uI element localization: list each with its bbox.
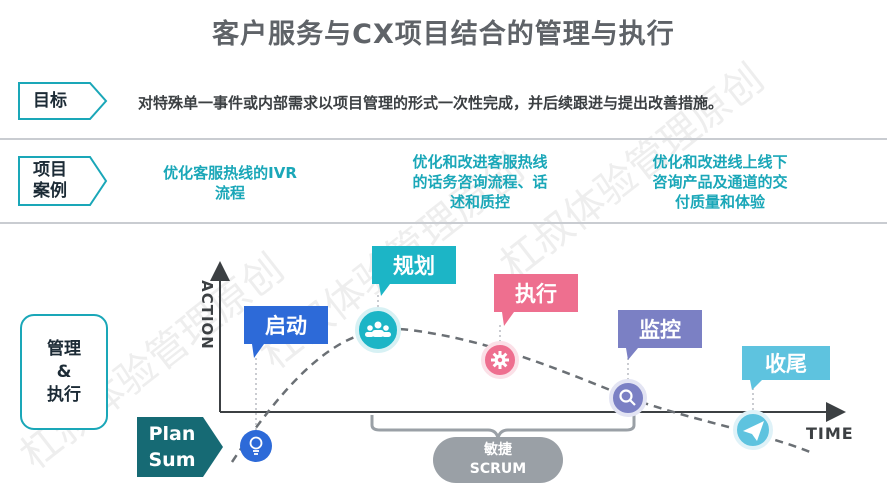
agile-line2: SCRUM — [469, 461, 527, 477]
phase-callout-plan: 规划 — [372, 246, 456, 296]
phase-label-monitor: 监控 — [639, 318, 681, 342]
cases-tag: 项目 案例 — [18, 156, 108, 206]
case-item-2-line3: 述和质控 — [449, 193, 510, 211]
divider — [0, 222, 887, 224]
plan-sum-line2: Sum — [148, 449, 196, 471]
goal-tag-arrow — [18, 82, 108, 120]
case-item-2-line2: 的话务咨询流程、话 — [412, 173, 548, 191]
phase-label-start: 启动 — [265, 314, 307, 338]
case-item-3-line3: 付质量和体验 — [674, 193, 765, 211]
phase-label-execute: 执行 — [515, 282, 557, 306]
case-item-2: 优化和改进客服热线 的话务咨询流程、话 述和质控 — [382, 152, 578, 212]
goal-tag-label: 目标 — [18, 82, 82, 120]
phase-callout-execute: 执行 — [494, 274, 578, 326]
agile-bracket — [370, 415, 636, 439]
cases-tag-text-1: 项目 — [33, 160, 67, 180]
team-icon — [365, 321, 391, 337]
case-item-1-line2: 流程 — [214, 184, 245, 202]
lightbulb-icon — [249, 436, 263, 455]
plan-sum-shape — [137, 417, 223, 477]
phase-callout-close: 收尾 — [742, 346, 830, 390]
goal-description: 对特殊单一事件或内部需求以项目管理的形式一次性完成，并后续跟进与提出改善措施。 — [138, 94, 724, 112]
goal-tag: 目标 — [18, 82, 108, 120]
paper-plane-icon — [743, 421, 764, 441]
phase-label-plan: 规划 — [393, 254, 435, 278]
callout-shape — [244, 306, 328, 358]
phase-label-close: 收尾 — [765, 352, 807, 376]
cases-tag-arrow — [18, 156, 108, 206]
plan-sum-tag: Plan Sum — [137, 417, 225, 477]
callout-shape — [372, 246, 456, 296]
x-axis-label: TIME — [806, 424, 854, 443]
agile-scrum-badge: 敏捷 SCRUM — [433, 437, 563, 483]
plan-sum-label: Plan Sum — [137, 417, 207, 477]
management-line1: 管理 — [47, 338, 81, 359]
case-item-2-line1: 优化和改进客服热线 — [412, 153, 548, 171]
management-line3: 执行 — [47, 384, 81, 405]
y-axis-label: ACTION — [197, 280, 216, 350]
goal-tag-text: 目标 — [33, 90, 67, 111]
case-item-3-line2: 咨询产品及通道的交 — [652, 173, 788, 191]
management-box: 管理 & 执行 — [20, 314, 108, 430]
cases-tag-text-2: 案例 — [33, 181, 67, 201]
callout-shape — [742, 346, 830, 390]
plan-sum-line1: Plan — [148, 423, 196, 445]
search-icon — [619, 389, 636, 406]
callout-shape — [494, 274, 578, 326]
start-marker — [240, 430, 272, 462]
phase-callout-monitor: 监控 — [618, 310, 702, 360]
divider — [0, 138, 887, 140]
agile-line1: 敏捷 — [484, 442, 512, 458]
callout-shape — [618, 310, 702, 360]
management-line2: & — [56, 361, 72, 382]
case-item-3-line1: 优化和改进线上线下 — [652, 153, 788, 171]
gear-icon — [491, 351, 509, 369]
phase-callout-start: 启动 — [244, 306, 328, 358]
case-item-1-line1: 优化客服热线的IVR — [163, 164, 297, 182]
page-title: 客户服务与CX项目结合的管理与执行 — [212, 19, 675, 50]
monitor-marker — [609, 379, 647, 417]
case-item-3: 优化和改进线上线下 咨询产品及通道的交 付质量和体验 — [622, 152, 818, 212]
cases-tag-label: 项目 案例 — [18, 156, 82, 206]
case-item-1: 优化客服热线的IVR 流程 — [140, 163, 320, 203]
